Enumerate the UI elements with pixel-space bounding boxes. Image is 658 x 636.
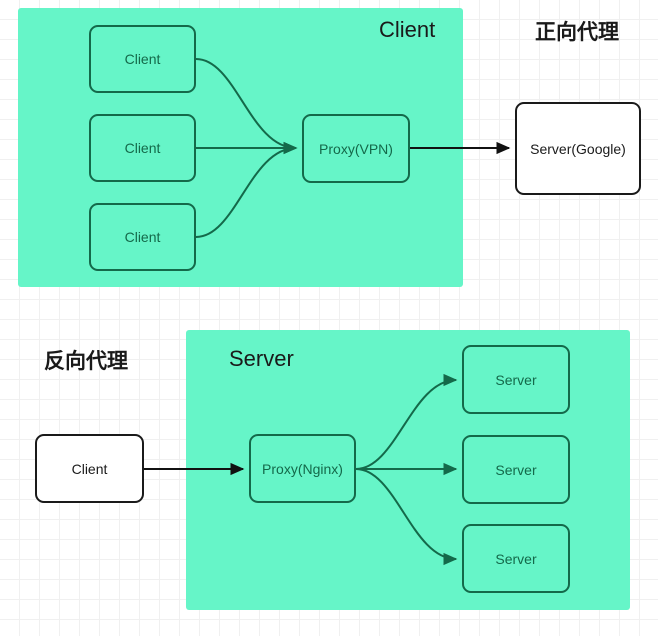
server-group-label: Server (229, 346, 294, 371)
backend-server-node-1[interactable]: Server (462, 345, 570, 414)
reverse-client-node[interactable]: Client (35, 434, 144, 503)
proxy-vpn-node[interactable]: Proxy(VPN) (302, 114, 410, 183)
forward-proxy-caption: 正向代理 (535, 20, 619, 44)
backend-server-node-2[interactable]: Server (462, 435, 570, 504)
proxy-nginx-node[interactable]: Proxy(Nginx) (249, 434, 356, 503)
reverse-proxy-caption: 反向代理 (44, 349, 128, 373)
client-node-2[interactable]: Client (89, 114, 196, 182)
client-node-1[interactable]: Client (89, 25, 196, 93)
client-node-3[interactable]: Client (89, 203, 196, 271)
backend-server-node-3[interactable]: Server (462, 524, 570, 593)
server-google-node[interactable]: Server(Google) (515, 102, 641, 195)
client-group-label: Client (379, 17, 436, 42)
